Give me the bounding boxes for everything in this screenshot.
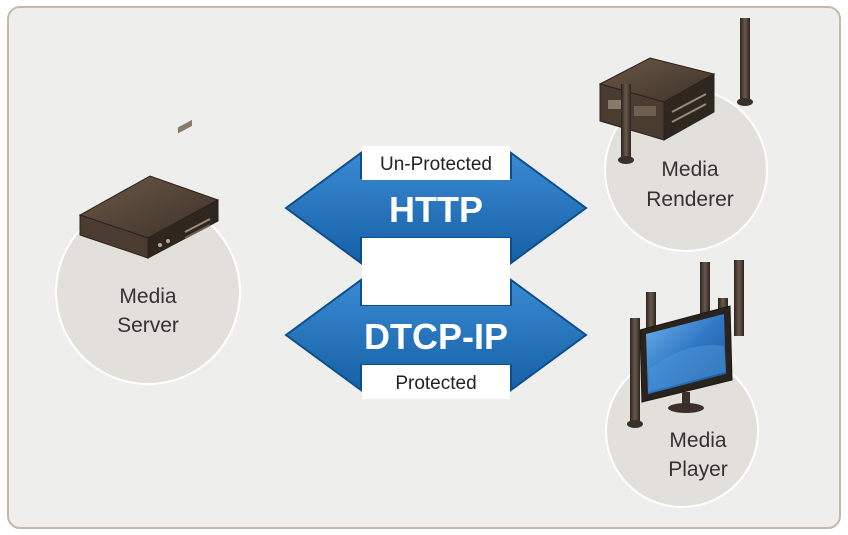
dtcp-arrow [284, 278, 588, 392]
tv-with-speakers-icon [627, 260, 744, 428]
middle-white-box [362, 238, 510, 305]
media-player-label-line1: Media [669, 429, 727, 452]
dtcp-protection-label: Protected [395, 373, 476, 394]
media-renderer-label-line1: Media [661, 158, 719, 181]
media-player-label-line2: Player [668, 458, 728, 481]
dtcp-protocol-label: DTCP-IP [364, 316, 508, 357]
av-receiver-with-speakers-icon [598, 18, 753, 164]
http-arrow [284, 151, 588, 265]
http-protection-label: Un-Protected [380, 154, 492, 175]
media-server-label-line1: Media [119, 285, 177, 308]
media-renderer-label-line2: Renderer [646, 188, 734, 211]
http-protection-box [362, 146, 510, 180]
http-protocol-label: HTTP [389, 189, 483, 230]
dtcp-protection-box [362, 365, 510, 399]
media-server-label-line2: Server [117, 314, 179, 337]
media-server-box-icon [78, 119, 220, 259]
